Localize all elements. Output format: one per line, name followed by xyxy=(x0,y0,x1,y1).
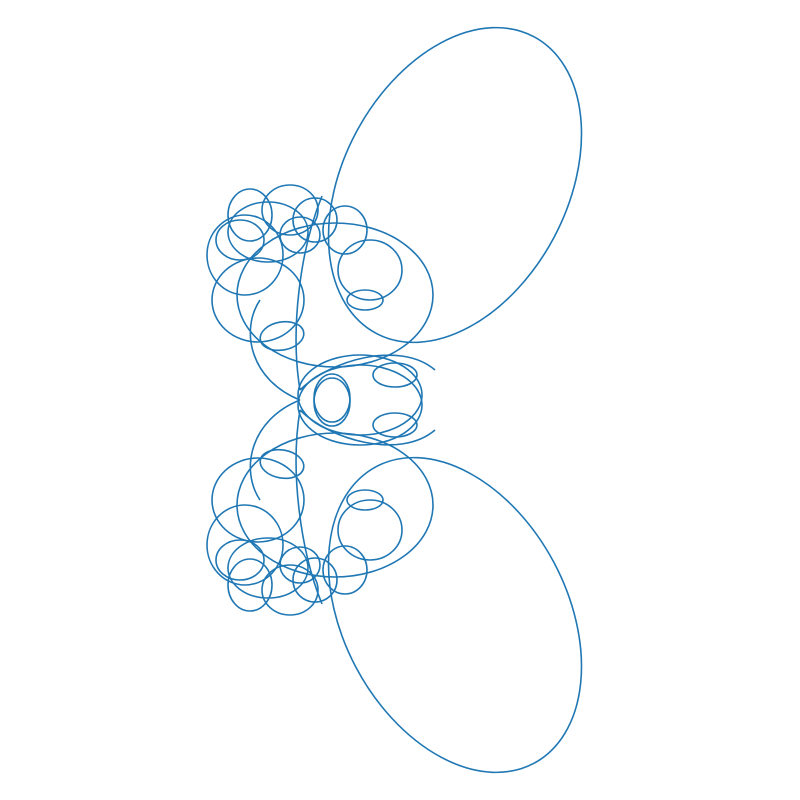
lower-small-loop xyxy=(206,504,284,586)
lower-tiny-loop xyxy=(261,564,319,616)
lower-tiny-loop xyxy=(292,557,338,603)
upper-connector-arc xyxy=(299,354,436,391)
upper-small-loop xyxy=(211,257,305,343)
lower-tiny-loop xyxy=(215,539,265,581)
curve-group xyxy=(206,26,583,774)
lower-connector-arc xyxy=(299,409,436,446)
upper-small-loop xyxy=(206,214,284,296)
upper-tiny-loop xyxy=(292,197,338,243)
upper-tiny-loop xyxy=(215,219,265,261)
lower-small-loop xyxy=(227,537,309,599)
lower-tiny-loop xyxy=(279,546,321,584)
lower-connector-arc xyxy=(295,409,323,605)
lower-large-lobe-ellipse xyxy=(327,456,583,774)
lower-center-loop xyxy=(297,364,423,446)
upper-large-lobe-ellipse xyxy=(327,26,583,344)
upper-center-loop xyxy=(297,354,423,436)
lower-small-loop xyxy=(337,499,403,561)
upper-tiny-loop xyxy=(261,184,319,236)
upper-tiny-loop xyxy=(322,205,368,255)
upper-tiny-loop xyxy=(372,412,418,438)
upper-tiny-loop xyxy=(227,188,273,242)
lower-connector-arc xyxy=(249,399,301,501)
lower-tiny-loop xyxy=(322,545,368,595)
upper-connector-arc xyxy=(249,299,301,401)
upper-tiny-loop xyxy=(346,289,384,311)
lower-center-tiny-loop xyxy=(313,377,351,427)
lower-tiny-loop xyxy=(227,558,273,612)
upper-small-loop xyxy=(227,201,309,263)
lower-tiny-loop xyxy=(372,362,418,388)
lower-small-loop xyxy=(211,457,305,543)
lower-tiny-loop xyxy=(259,448,305,480)
upper-tiny-loop xyxy=(259,320,305,352)
lower-tiny-loop xyxy=(346,489,384,511)
upper-small-loop xyxy=(337,239,403,301)
upper-connector-arc xyxy=(295,195,323,391)
upper-tiny-loop xyxy=(279,216,321,254)
